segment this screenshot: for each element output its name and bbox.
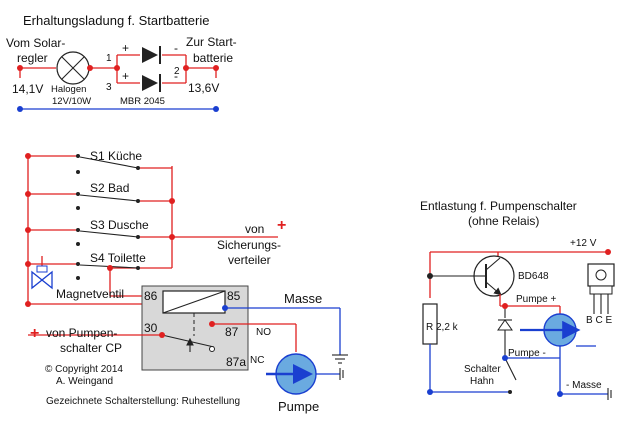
relay-pin-86: 86 — [144, 289, 158, 303]
minus-a: - — [174, 41, 178, 55]
tap-switch-line2: Hahn — [470, 376, 494, 387]
relief-title-line1: Entlastung f. Pumpenschalter — [420, 199, 577, 213]
relay-pin-87: 87 — [225, 325, 239, 339]
to-battery-line2: batterie — [193, 51, 233, 65]
diode-part: MBR 2045 — [120, 96, 165, 107]
pump-switch-line1: von Pumpen- — [46, 326, 117, 340]
tap-switch-line1: Schalter — [464, 364, 501, 375]
from-solar-line2: regler — [17, 51, 48, 65]
supply-plus: + — [277, 217, 286, 234]
transistor-label: BD648 — [518, 271, 549, 282]
solenoid-valve-icon — [31, 256, 53, 290]
ground-label: Masse — [284, 291, 322, 306]
plus-a: + — [122, 41, 129, 55]
no-label: NO — [256, 327, 271, 338]
pin-1: 1 — [106, 53, 112, 64]
switch-s3: S3 Dusche — [76, 218, 172, 246]
pump-switch-relief-circuit: Entlastung f. Pumpenschalter (ohne Relai… — [420, 199, 615, 400]
relief-title-line2: (ohne Relais) — [468, 214, 539, 228]
pin-2: 2 — [174, 66, 180, 77]
resistor-label: R 2,2 k — [426, 322, 459, 333]
plus-b: + — [122, 69, 129, 83]
flyback-diode-icon — [497, 319, 513, 331]
transistor-icon — [470, 255, 515, 297]
pin-3: 3 — [106, 82, 112, 93]
switch-s3-label: S3 Dusche — [90, 218, 149, 232]
relay-pin-85: 85 — [227, 289, 241, 303]
pump-plus-label: Pumpe + — [516, 294, 556, 305]
minus-b: - — [174, 69, 178, 83]
to126-package-icon — [587, 263, 615, 314]
lamp-type: Halogen — [51, 84, 86, 95]
copyright-line1: © Copyright 2014 — [45, 364, 123, 375]
ground-right-label: - Masse — [566, 380, 602, 391]
pump-minus-label: Pumpe - — [508, 348, 546, 359]
state-caption: Gezeichnete Schalterstellung: Ruhestellu… — [46, 396, 240, 407]
voltage-in: 14,1V — [12, 82, 43, 96]
switch-s2-label: S2 Bad — [90, 181, 129, 195]
diode-1-icon — [142, 46, 161, 64]
valve-relay-circuit: S1 Küche S2 Bad S3 Dusche S4 Toilette Ma… — [25, 149, 348, 414]
supply-line3: verteiler — [228, 253, 271, 267]
pump-switch-line2: schalter CP — [60, 341, 122, 355]
lamp-rating: 12V/10W — [52, 96, 91, 107]
voltage-out: 13,6V — [188, 81, 219, 95]
supply-line2: Sicherungs- — [217, 238, 281, 252]
supply-line1: von — [245, 222, 264, 236]
valve-label: Magnetventil — [56, 287, 124, 301]
from-solar-line1: Vom Solar- — [6, 36, 65, 50]
bce-label: B C E — [586, 315, 612, 326]
copyright-line2: A. Weingand — [56, 376, 113, 387]
trickle-title: Erhaltungsladung f. Startbatterie — [23, 13, 209, 28]
relay-pin-30: 30 — [144, 321, 158, 335]
pump-switch-plus: + — [30, 325, 39, 342]
switch-s1-label: S1 Küche — [90, 149, 142, 163]
switch-s1: S1 Küche — [76, 149, 172, 174]
trickle-charge-circuit: Erhaltungsladung f. Startbatterie Vom So… — [6, 13, 237, 112]
supply-12v: +12 V — [570, 238, 597, 249]
switch-s2: S2 Bad — [76, 181, 172, 210]
diode-2-icon — [142, 74, 161, 92]
nc-label: NC — [250, 355, 264, 366]
pump-label: Pumpe — [278, 399, 319, 414]
tap-switch — [504, 357, 517, 381]
to-battery-line1: Zur Start- — [186, 35, 237, 49]
switch-s4-label: S4 Toilette — [90, 251, 146, 265]
relay-pin-87a: 87a — [226, 355, 246, 369]
